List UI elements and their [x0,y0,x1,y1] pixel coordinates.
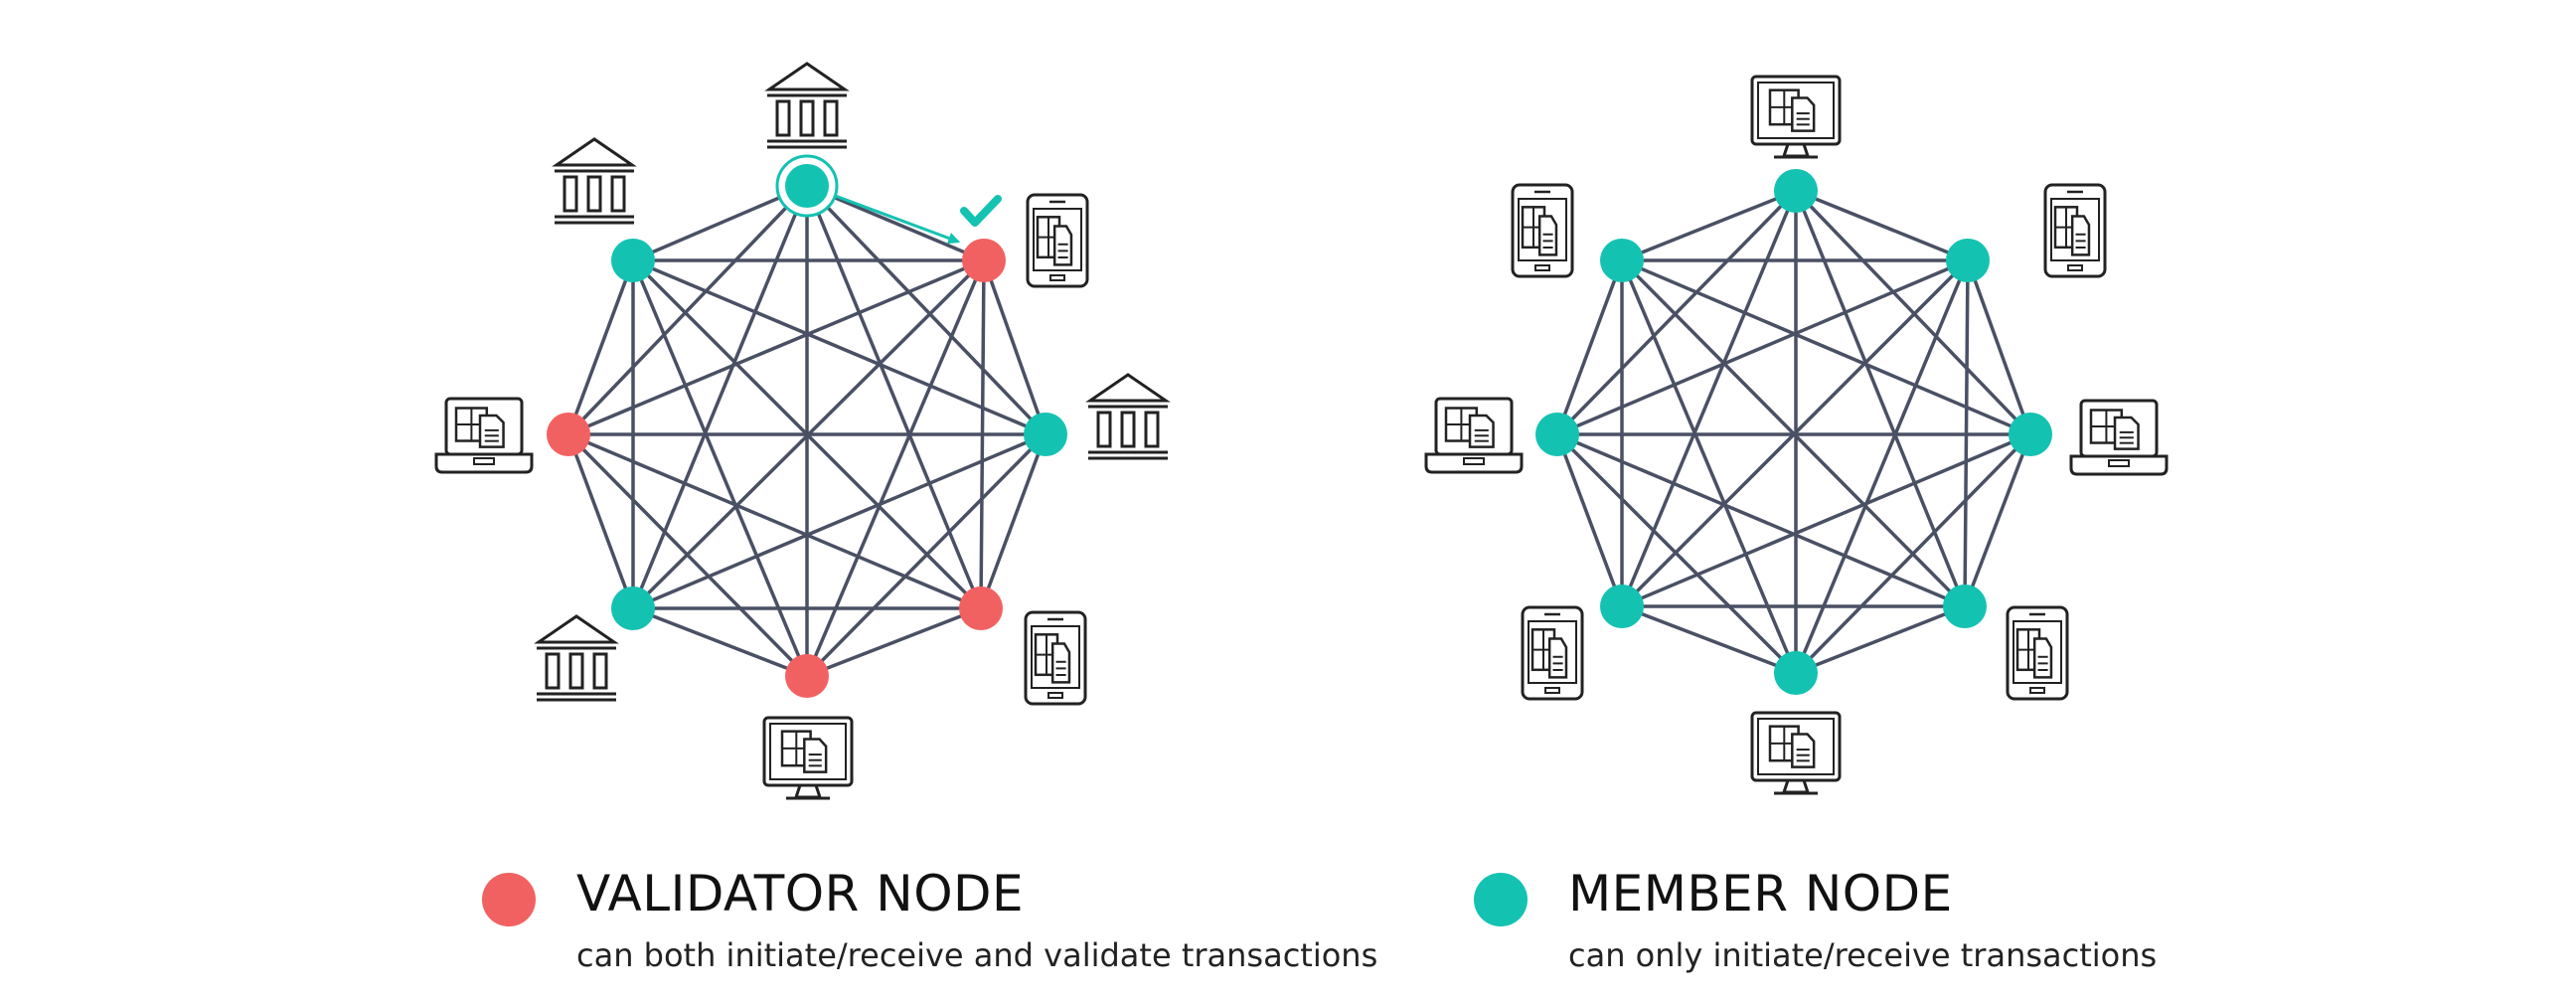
edge-line [1555,433,1624,607]
member-node [785,164,829,208]
edge-line [1621,189,1797,262]
member-node [2009,413,2052,456]
edge-line [1963,433,2032,607]
validator-node [547,413,590,456]
laptop-icon [1424,397,1524,474]
nodes-layer [547,154,2052,698]
validator-legend-description: can both initiate/receive and validate t… [576,936,1378,974]
edge-line [632,184,808,262]
checkmark-icon [960,195,1002,227]
mobile-device-icon [1511,183,1574,278]
edge-line [566,432,809,678]
edge-line [631,259,809,677]
laptop-icon [2069,399,2169,476]
edge-line [566,259,635,435]
edge-line [982,259,1047,435]
transaction-arrow [835,195,961,245]
member-node [1774,169,1818,213]
edge-line [1966,259,2032,435]
validator-node [959,586,1003,630]
validator-legend-title: VALIDATOR NODE [576,865,1025,922]
edge-line [1620,259,1798,674]
icons-layer [434,62,2169,800]
member-node [611,239,655,282]
edge-line [566,433,635,609]
edge-line [1621,604,1797,675]
bank-icon [552,137,637,225]
edges-layer [566,184,2032,678]
member-node [1946,239,1990,282]
edge-line [567,258,985,436]
edge-line [1795,604,1966,675]
edge-line [632,606,808,678]
edge-line [805,185,983,609]
edge-line [631,258,983,610]
mobile-device-icon [2043,183,2107,278]
desktop-monitor-icon [1750,711,1842,795]
member-node [1600,239,1644,282]
member-legend-title: MEMBER NODE [1568,865,1953,922]
mobile-device-icon [1521,605,1584,701]
edge-line [979,433,1047,609]
desktop-monitor-icon [1750,75,1842,159]
mobile-device-icon [1026,193,1089,288]
bank-icon [534,614,619,702]
edge-line [1555,189,1798,436]
member-node [1774,651,1818,695]
member-node [1600,585,1644,628]
member-legend-dot [1474,873,1528,926]
validator-node [785,654,829,698]
laptop-icon [434,397,534,474]
desktop-monitor-icon [762,716,854,800]
bank-icon [764,62,850,149]
edge-line [1556,258,1969,436]
mobile-device-icon [1024,610,1087,706]
edge-line [1620,258,1967,608]
member-node [1535,413,1579,456]
edge-line [1555,259,1624,435]
member-node [611,586,655,630]
edge-line [632,258,1046,436]
edge-line [1794,189,2032,436]
edge-line [1621,432,2031,608]
edge-line [805,184,1047,436]
edge-line [1794,259,1970,674]
edge-line [806,184,985,262]
edge-line [806,606,982,678]
validator-node [962,239,1006,282]
member-legend-description: can only initiate/receive transactions [1568,936,2158,974]
edge-line [1795,189,1969,262]
mobile-device-icon [2006,605,2069,701]
edge-line [1621,258,2031,436]
member-node [1024,413,1067,456]
edge-line [566,184,809,436]
edge-line [1556,432,1966,608]
member-node [1943,585,1987,628]
edge-line [632,432,1046,610]
validator-legend-dot [482,873,536,926]
edge-line [1555,432,1798,675]
bank-icon [1085,373,1171,460]
edge-line [631,185,809,609]
edge-line [567,432,982,610]
